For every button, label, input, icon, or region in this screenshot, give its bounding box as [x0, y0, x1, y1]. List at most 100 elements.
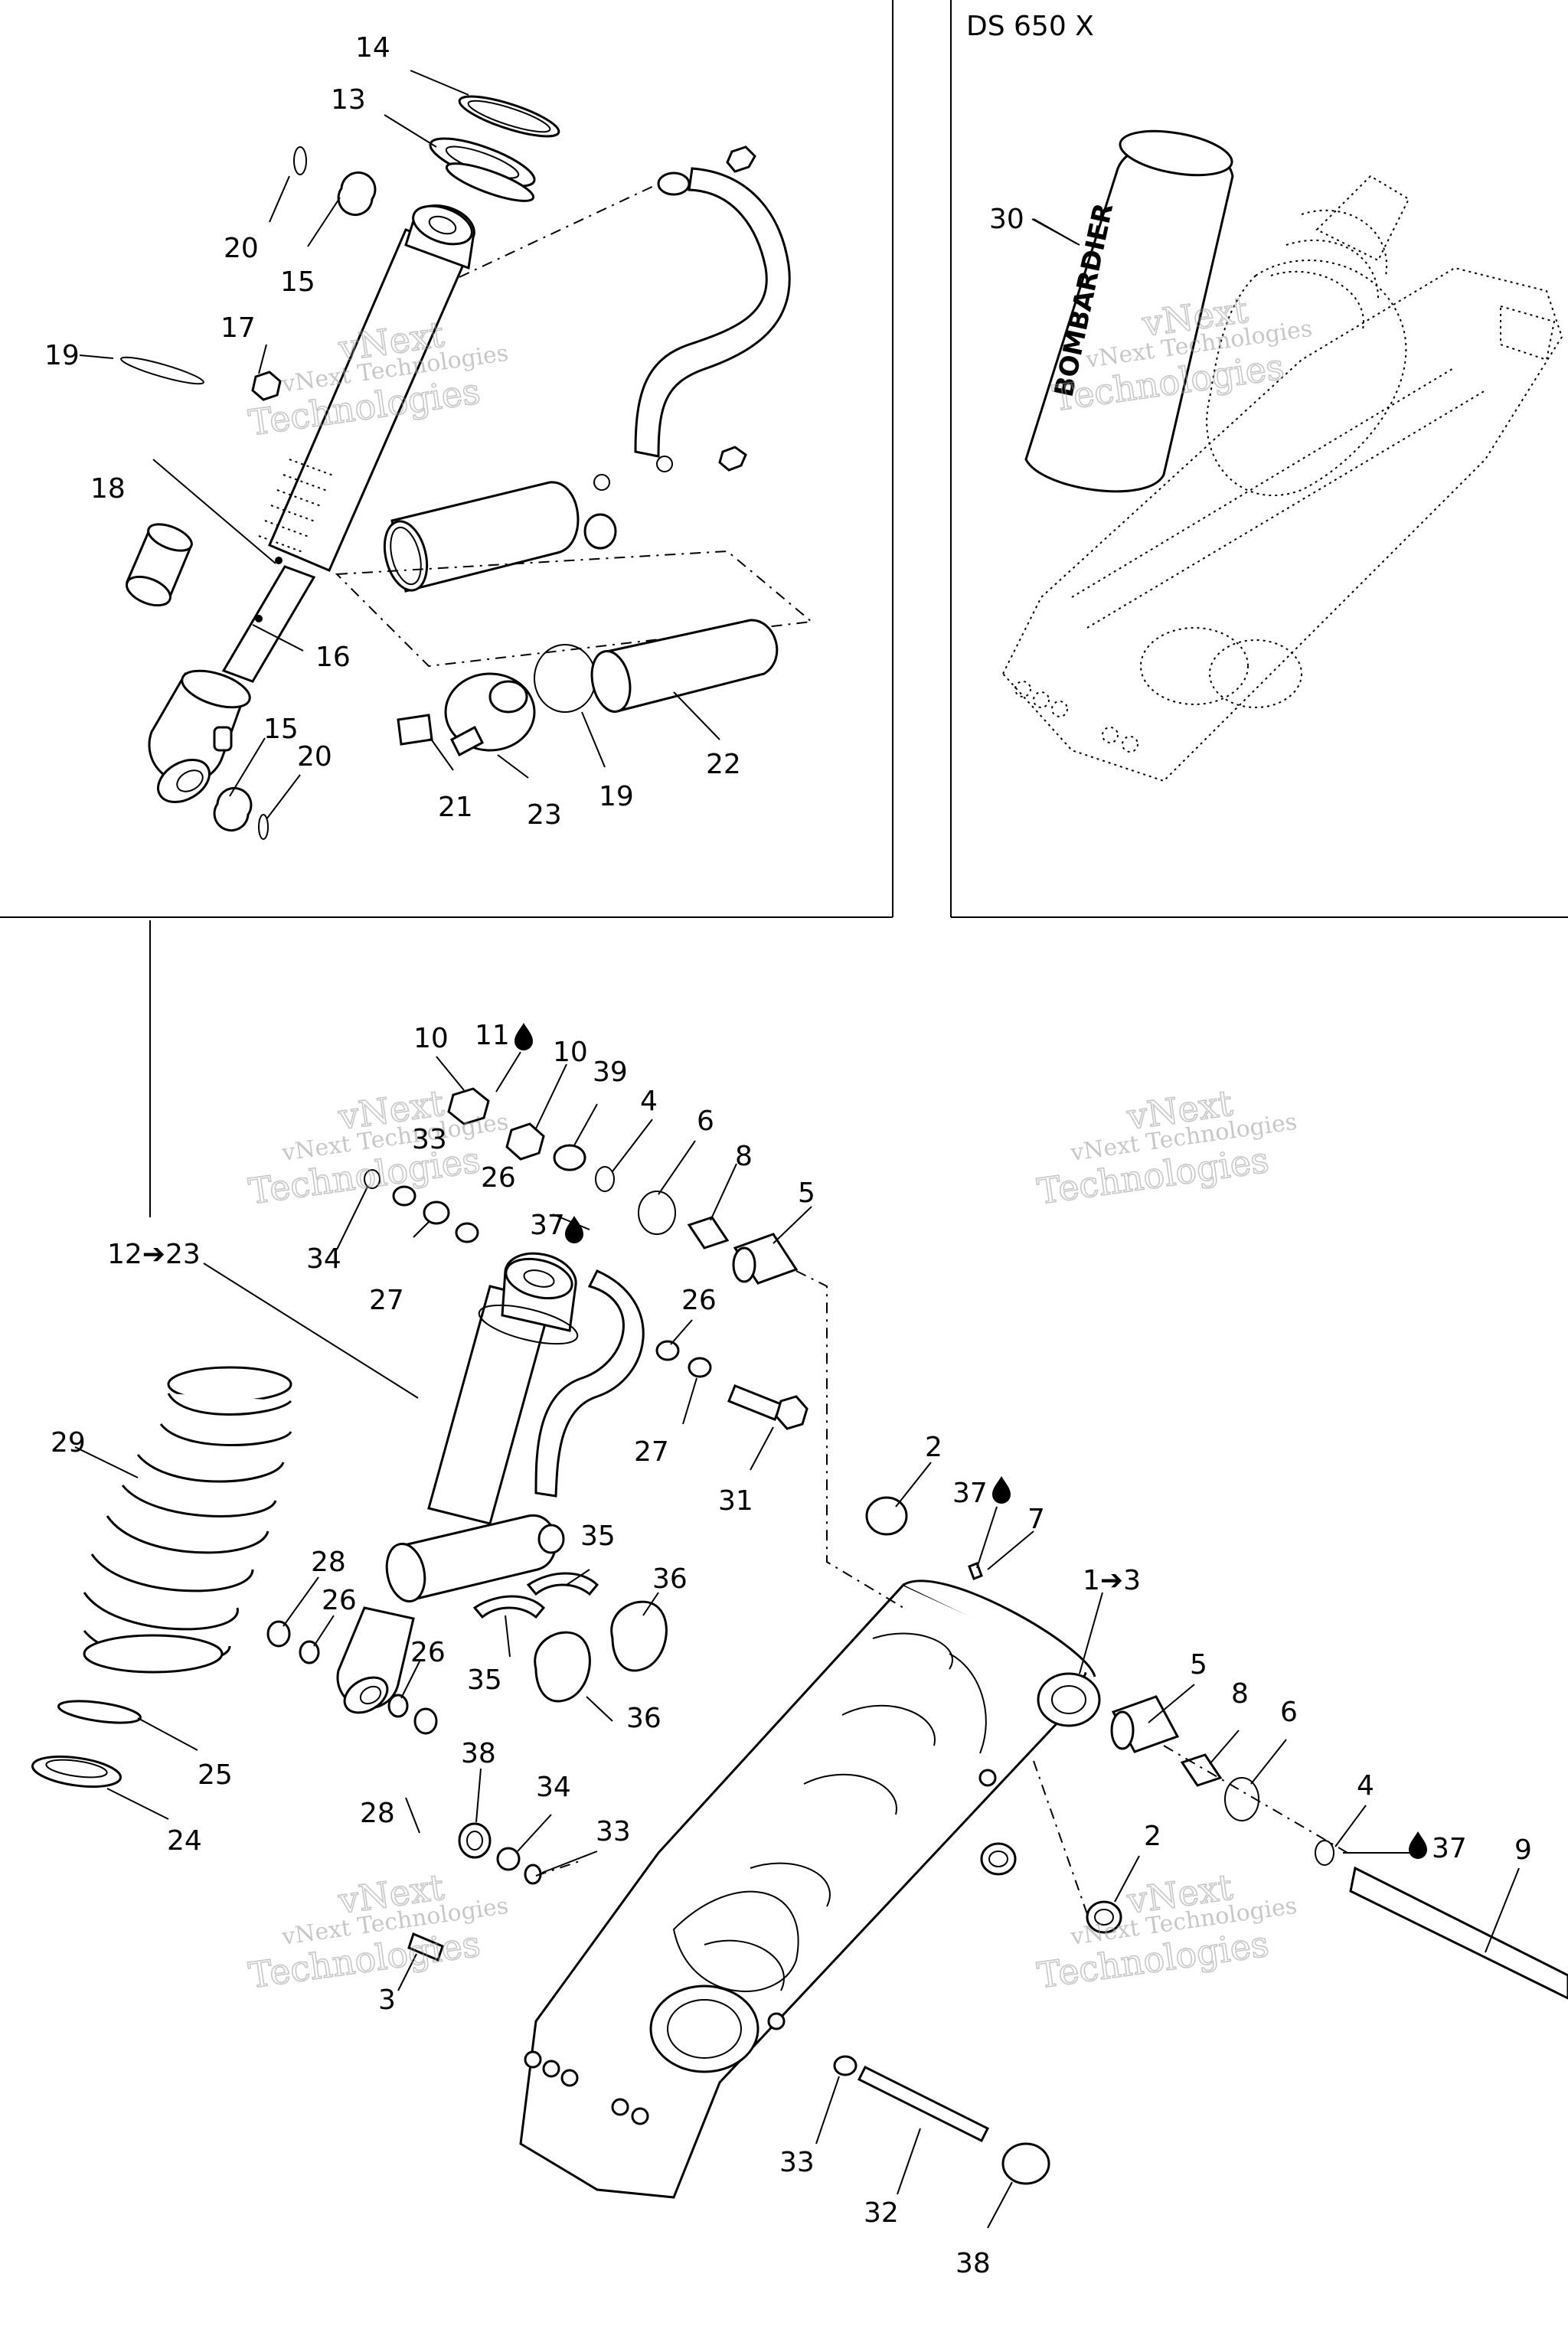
part-33-washer-c	[833, 2055, 858, 2076]
part-26-washer-c	[299, 1640, 320, 1664]
callout-19: 19	[599, 781, 634, 812]
part-6-seal-b	[1224, 1777, 1259, 1821]
callout-8: 8	[1231, 1678, 1249, 1710]
part-17-nut	[251, 371, 282, 401]
callout-37: 37	[952, 1478, 988, 1509]
part-26-washer-a	[392, 1185, 416, 1207]
part-36-clamp-a	[610, 1600, 668, 1672]
model-label: DS 650 X	[966, 11, 1094, 42]
part-22-sleeve	[590, 619, 779, 713]
callout-33: 33	[412, 1124, 447, 1155]
callout-15: 15	[263, 714, 299, 745]
callout-35: 35	[467, 1664, 502, 1696]
part-19-oring-bottom	[534, 644, 596, 713]
part-27-seal-b	[688, 1357, 712, 1378]
part-33-washer-a	[364, 1169, 381, 1189]
callout-1-to-3: 1➔3	[1083, 1565, 1141, 1596]
part-25-ring	[57, 1700, 142, 1724]
reservoir-hose	[593, 145, 791, 491]
callout-10: 10	[553, 1037, 588, 1068]
callout-36: 36	[626, 1703, 662, 1734]
part-35-pad-b	[472, 1595, 546, 1619]
part-21-valve	[397, 714, 433, 746]
callout-19: 19	[44, 340, 80, 371]
callout-37: 37	[530, 1210, 565, 1241]
oil-drop-icon-37a	[565, 1216, 583, 1243]
part-27-seal-a	[455, 1222, 479, 1243]
callout-18: 18	[90, 473, 126, 505]
callout-21: 21	[438, 792, 473, 823]
callout-5: 5	[1190, 1649, 1207, 1681]
part-13-spring-seat	[429, 137, 536, 202]
callout-28: 28	[311, 1547, 346, 1578]
part-8-bearing-a	[687, 1216, 730, 1250]
assembly-leader-top	[335, 550, 814, 668]
callout-25: 25	[198, 1759, 233, 1791]
callout-26: 26	[322, 1585, 357, 1616]
callout-7: 7	[1027, 1504, 1045, 1535]
part-31-bolt	[727, 1384, 808, 1430]
callout-27: 27	[369, 1285, 404, 1316]
callout-33: 33	[779, 2147, 815, 2178]
callout-39: 39	[593, 1057, 628, 1088]
part-4-oring-a	[595, 1166, 615, 1192]
callout-33: 33	[596, 1816, 631, 1847]
leaders-bottom	[74, 1051, 1520, 2229]
part-32-bolt	[857, 2065, 990, 2143]
assembly-leader-bottom	[795, 1270, 904, 1609]
part-20-clip-top	[293, 146, 307, 175]
callout-22: 22	[706, 749, 741, 780]
callout-8: 8	[735, 1141, 753, 1172]
oil-drop-icon-11	[514, 1023, 533, 1050]
shock-body	[148, 204, 475, 803]
panel-borders	[0, 0, 1568, 1217]
callout-27: 27	[634, 1436, 669, 1468]
callout-38: 38	[956, 2248, 991, 2279]
callout-26: 26	[481, 1162, 516, 1194]
part-15-bushing-top	[337, 171, 377, 217]
callout-14: 14	[355, 32, 390, 64]
callout-30: 30	[989, 204, 1024, 235]
callout-20: 20	[224, 233, 259, 264]
callout-4: 4	[640, 1086, 658, 1117]
callout-31: 31	[718, 1485, 753, 1517]
reservoir-body	[383, 481, 617, 593]
callout-20: 20	[297, 741, 332, 773]
part-18-bump-stop	[126, 523, 193, 607]
part-2-cap-b	[980, 1842, 1017, 1876]
callout-5: 5	[798, 1178, 815, 1209]
part-9-shaft	[1349, 1866, 1568, 2000]
callout-labels: 14 13 20 15 17 19 18 16 15 20 21 23 19 2…	[44, 32, 1532, 2279]
callout-15: 15	[280, 266, 315, 298]
part-38-bushing-a	[458, 1822, 492, 1859]
callout-35: 35	[580, 1521, 616, 1552]
callout-10: 10	[413, 1023, 449, 1054]
callout-11: 11	[475, 1020, 510, 1051]
callout-2: 2	[925, 1432, 942, 1463]
part-26-washer-b	[655, 1340, 680, 1361]
callout-6: 6	[697, 1106, 714, 1137]
callout-26: 26	[681, 1285, 717, 1316]
part-23-piston	[444, 672, 536, 757]
part-36-clamp-b	[534, 1631, 591, 1703]
part-3-bolt	[407, 1932, 444, 1962]
callout-32: 32	[864, 2197, 899, 2229]
part-24-ring	[31, 1755, 122, 1788]
callout-2: 2	[1144, 1821, 1161, 1852]
part-5-sleeve-b	[1110, 1695, 1180, 1753]
callout-37: 37	[1432, 1833, 1467, 1864]
part-28-bearing-b	[413, 1707, 438, 1735]
callout-9: 9	[1514, 1834, 1532, 1866]
part-34-bearing-b	[496, 1847, 521, 1871]
part-20-clip-bottom	[258, 814, 269, 840]
part-39-washer	[553, 1144, 586, 1171]
part-29-spring	[83, 1366, 292, 1674]
oil-drop-icon-37c	[1409, 1831, 1427, 1859]
part-26-washer-d	[387, 1694, 409, 1718]
part-15-bushing-bottom	[213, 786, 253, 832]
leaders-top	[79, 70, 1077, 820]
part-6-seal-a	[638, 1191, 676, 1235]
part-2-cap-a	[865, 1496, 908, 1536]
callout-26: 26	[410, 1637, 446, 1668]
